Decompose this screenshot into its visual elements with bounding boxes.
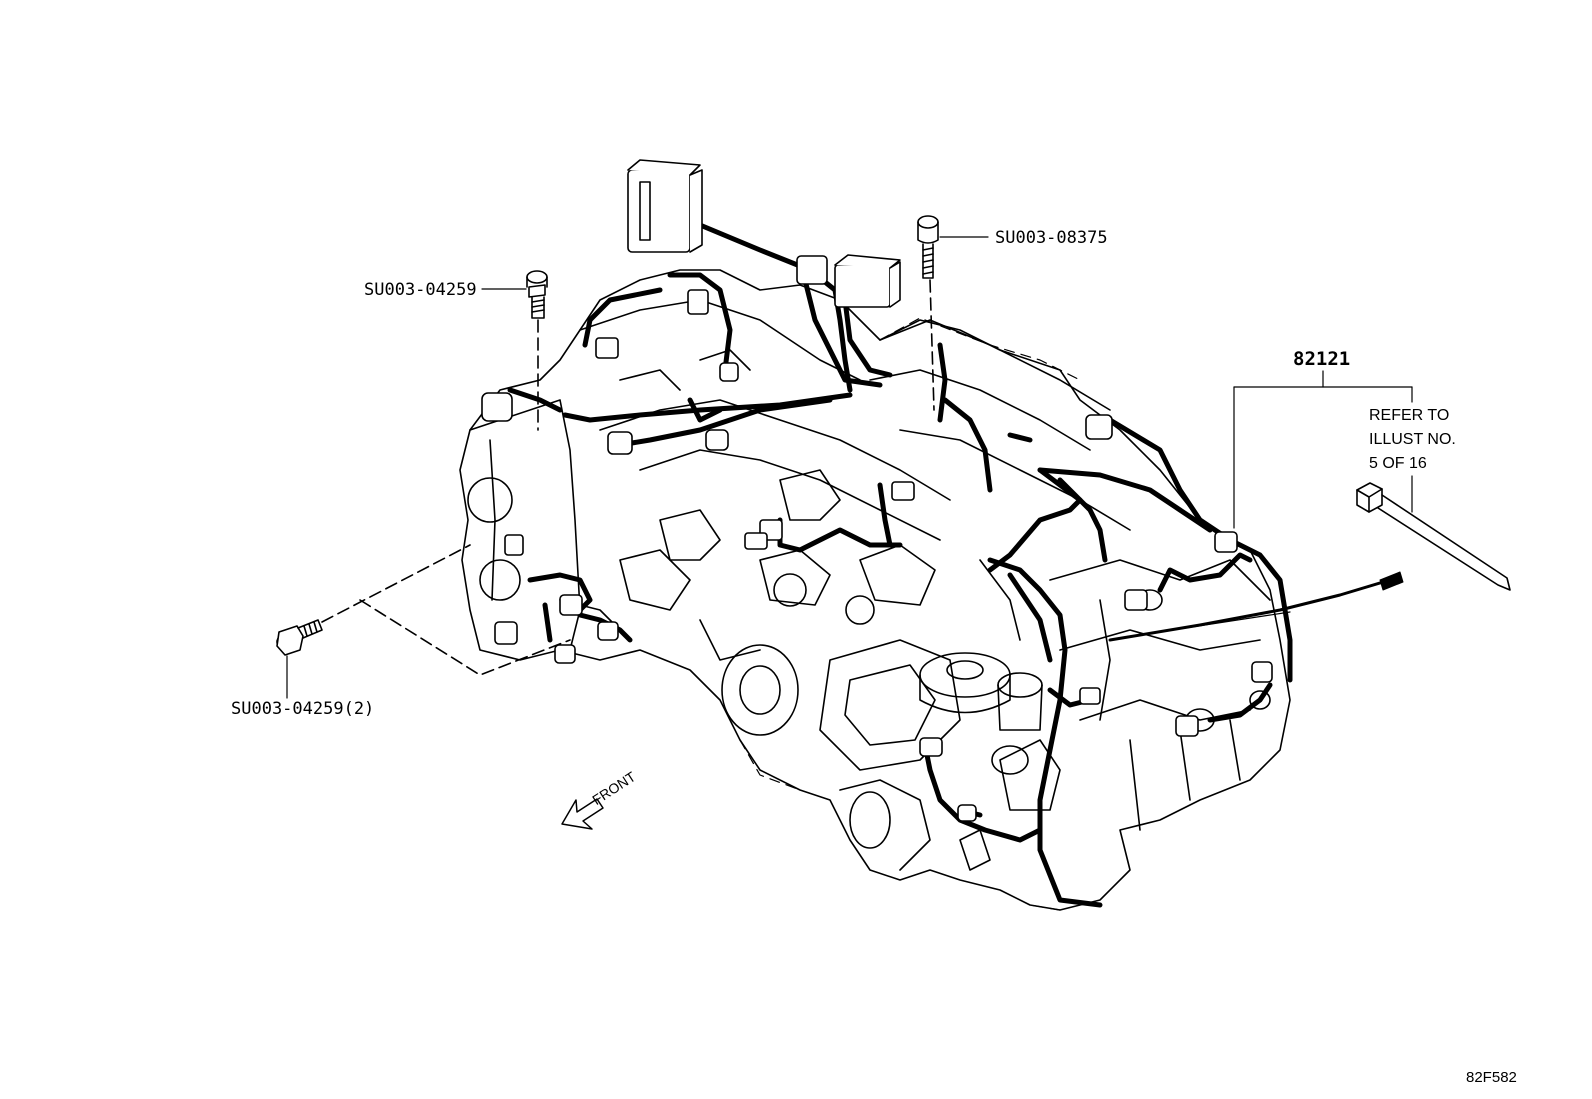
- illustration-code: 82F582: [1466, 1069, 1517, 1086]
- bolt-top-left-label: SU003-04259: [364, 280, 477, 300]
- wiring-harness-82121: [507, 222, 1293, 908]
- harness-callout-bracket: [1119, 370, 1413, 639]
- refer-line-3: 5 OF 16: [1369, 455, 1427, 472]
- refer-line-1: REFER TO: [1369, 407, 1450, 424]
- cable-tie: [1356, 482, 1511, 591]
- hidden-edges: [739, 317, 1081, 911]
- front-arrow: [561, 798, 604, 830]
- engine-block: [459, 269, 1291, 911]
- harness-connectors: [481, 159, 1273, 822]
- bolt-lower-left: [276, 544, 571, 699]
- harness-tail: [1108, 575, 1402, 642]
- bolt-top-right-label: SU003-08375: [995, 228, 1108, 248]
- harness-part-number: 82121: [1293, 348, 1351, 370]
- bolt-top-right: [917, 215, 989, 411]
- bolt-lower-left-label: SU003-04259(2): [231, 699, 375, 719]
- refer-note: REFER TO ILLUST NO. 5 OF 16: [1369, 404, 1456, 476]
- refer-line-2: ILLUST NO.: [1369, 431, 1456, 448]
- bolt-top-left: [481, 270, 548, 431]
